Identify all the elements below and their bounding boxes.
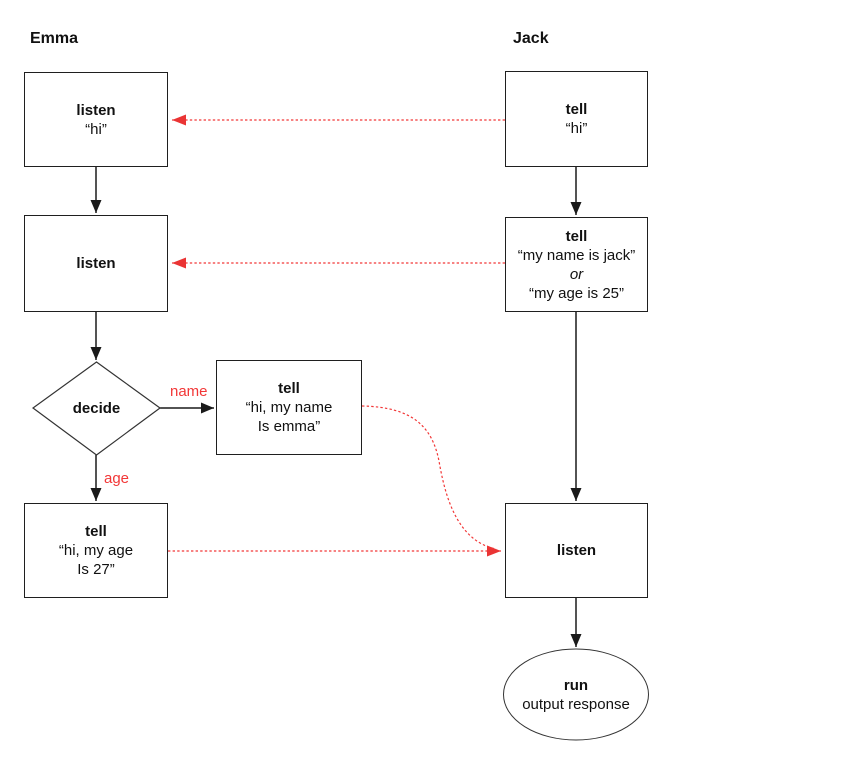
node-jack-tell-2: tell “my name is jack” or “my age is 25” bbox=[505, 217, 648, 312]
node-emma-decide: decide bbox=[33, 362, 160, 455]
node-title: listen bbox=[76, 255, 116, 272]
node-emma-tell-name: tell “hi, my name Is emma” bbox=[216, 360, 362, 455]
node-title: tell bbox=[565, 101, 588, 118]
message-emma-tell-name-to-jack-listen bbox=[361, 405, 497, 550]
node-emma-listen-2: listen bbox=[24, 215, 168, 312]
node-title: run bbox=[563, 676, 589, 694]
node-emma-tell-age: tell “hi, my age Is 27” bbox=[24, 503, 168, 598]
node-title: listen bbox=[556, 542, 597, 559]
decide-diamond-shape bbox=[31, 361, 162, 456]
node-line: “hi” bbox=[565, 120, 588, 137]
node-title: tell bbox=[85, 523, 107, 540]
node-line: output response bbox=[522, 695, 630, 713]
branch-label-name: name bbox=[170, 383, 208, 400]
node-jack-run: run output response bbox=[503, 649, 649, 740]
node-line: “my age is 25” bbox=[528, 284, 625, 302]
node-line: Is emma” bbox=[257, 418, 321, 435]
node-line: “hi, my age bbox=[58, 542, 134, 559]
actor-label-emma: Emma bbox=[30, 30, 79, 47]
actor-label-jack: Jack bbox=[513, 30, 549, 47]
node-title: listen bbox=[76, 101, 116, 119]
node-line: “my name is jack” bbox=[517, 246, 636, 264]
node-line-or: or bbox=[569, 265, 584, 283]
node-jack-tell-1: tell “hi” bbox=[505, 71, 648, 167]
run-ellipse-shape bbox=[503, 648, 649, 741]
node-jack-listen: listen bbox=[505, 503, 648, 598]
node-title: decide bbox=[72, 400, 121, 417]
node-title: tell bbox=[278, 380, 300, 397]
node-title: tell bbox=[565, 227, 588, 245]
branch-label-age: age bbox=[104, 470, 130, 487]
node-line: “hi, my name bbox=[245, 399, 333, 416]
node-line: Is 27” bbox=[77, 561, 115, 578]
node-line: “hi” bbox=[85, 120, 107, 138]
node-emma-listen-1: listen “hi” bbox=[24, 72, 168, 167]
